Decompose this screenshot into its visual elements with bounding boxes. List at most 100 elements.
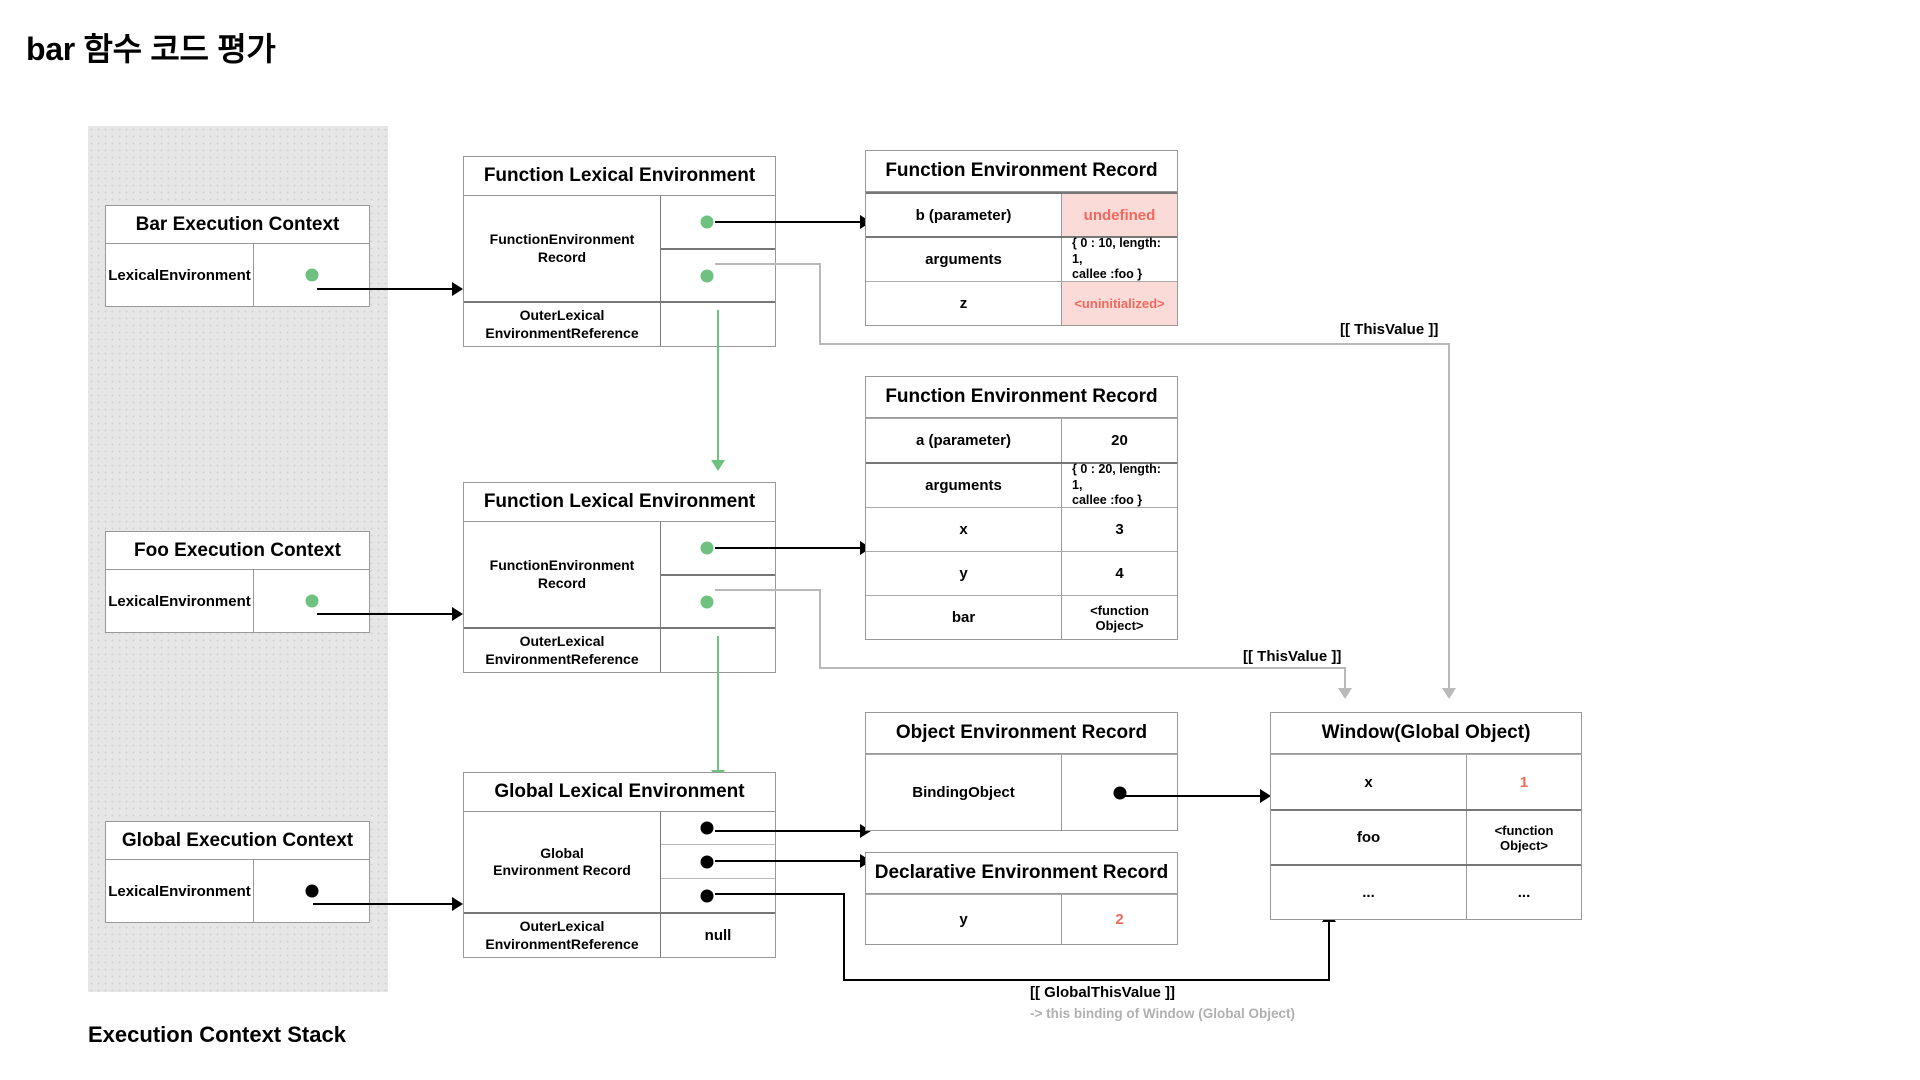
window-title-main: Window: [1321, 722, 1395, 743]
connector-foo-ec-to-fle: [317, 613, 452, 615]
foo-fer-key-0: a (parameter): [866, 419, 1062, 462]
foo-execution-context-box[interactable]: Foo Execution Context LexicalEnvironment: [105, 531, 370, 633]
bar-ec-lexical-environment-label: LexicalEnvironment: [106, 244, 254, 306]
foo-fer-key-2: x: [866, 508, 1062, 551]
foo-fer-title: Function Environment Record: [866, 377, 1177, 418]
connector-bar-fle-to-fer: [715, 221, 860, 223]
table-row: arguments { 0 : 20, length: 1, callee :f…: [866, 462, 1177, 507]
foo-fer-key-4: bar: [866, 596, 1062, 639]
green-dot-icon: [700, 541, 714, 555]
connector-global-ec-to-gle: [313, 903, 452, 905]
bar-fle-title: Function Lexical Environment: [464, 157, 775, 196]
foo-fle-record-pointer-cell-2: [661, 574, 775, 627]
table-row: y 4: [866, 551, 1177, 595]
arrow-foo-thisvalue-to-window: [1338, 688, 1352, 699]
bar-fer-key-0: b (parameter): [866, 194, 1062, 236]
green-dot-icon: [700, 595, 714, 608]
bar-ec-lexical-environment-pointer: [254, 244, 369, 306]
window-key-0: x: [1271, 755, 1467, 809]
bar-execution-context-title: Bar Execution Context: [106, 206, 369, 244]
table-row: z <uninitialized>: [866, 281, 1177, 325]
bar-fle-record-pointer-cell-1: [661, 196, 775, 248]
table-row: ... ...: [1271, 864, 1581, 919]
annotation-global-this-value-sub: -> this binding of Window (Global Object…: [1030, 1006, 1295, 1021]
connector-globalthis-v2: [1328, 922, 1330, 981]
foo-fle-record-pointer-cell-1: [661, 522, 775, 574]
black-dot-icon: [305, 884, 318, 898]
connector-bar-outer-to-foo-fle: [717, 310, 719, 460]
connector-foo-thisvalue-v1: [819, 589, 821, 669]
gle-title: Global Lexical Environment: [464, 773, 775, 812]
bar-fer-value-1: { 0 : 10, length: 1, callee :foo }: [1072, 236, 1161, 282]
connector-bar-thisvalue-v2: [1448, 343, 1450, 688]
gle-record-pointer-cell-3: [661, 878, 775, 912]
foo-fer-value-3: 4: [1115, 565, 1124, 582]
der-value-0: 2: [1115, 911, 1124, 928]
bar-function-environment-record-table[interactable]: Function Environment Record b (parameter…: [865, 150, 1178, 326]
connector-gle-to-der: [715, 860, 860, 862]
global-ec-lexical-environment-label: LexicalEnvironment: [106, 860, 254, 922]
foo-ec-lexical-environment-pointer: [254, 570, 369, 632]
foo-fer-value-4: <function Object>: [1090, 602, 1149, 633]
window-key-1: foo: [1271, 811, 1467, 864]
black-dot-icon: [700, 821, 714, 835]
window-value-2: ...: [1517, 884, 1531, 901]
green-dot-icon: [305, 594, 318, 608]
foo-ec-lexical-environment-label: LexicalEnvironment: [106, 570, 254, 632]
table-row: a (parameter) 20: [866, 418, 1177, 462]
foo-fer-value-2: 3: [1115, 521, 1124, 538]
gle-outer-label: OuterLexical EnvironmentReference: [464, 914, 661, 957]
arrow-bar-ec-to-fle: [452, 282, 463, 296]
bar-execution-context-box[interactable]: Bar Execution Context LexicalEnvironment: [105, 205, 370, 307]
green-dot-icon: [700, 215, 714, 229]
table-row: foo <function Object>: [1271, 809, 1581, 864]
arrow-gle-to-oer: [860, 824, 871, 838]
window-title: Window(Global Object): [1271, 713, 1581, 754]
arrow-oer-to-window: [1260, 789, 1271, 803]
connector-foo-thisvalue-h1: [715, 589, 821, 591]
bar-fer-key-1: arguments: [866, 238, 1062, 281]
global-ec-lexical-environment-pointer: [254, 860, 369, 922]
table-row: arguments { 0 : 10, length: 1, callee :f…: [866, 236, 1177, 281]
bar-fle-record-pointers: [661, 196, 775, 301]
table-row: bar <function Object>: [866, 595, 1177, 639]
bar-fer-key-2: z: [866, 282, 1062, 325]
bar-fle-outer-label: OuterLexical EnvironmentReference: [464, 303, 661, 346]
table-row: BindingObject: [866, 754, 1177, 830]
connector-globalthis-h1: [715, 893, 845, 895]
declarative-environment-record-table[interactable]: Declarative Environment Record y 2: [865, 852, 1178, 945]
global-lexical-environment-box[interactable]: Global Lexical Environment Global Enviro…: [463, 772, 776, 958]
window-global-object-table[interactable]: Window(Global Object) x 1 foo <function …: [1270, 712, 1582, 920]
arrow-foo-ec-to-fle: [452, 607, 463, 621]
bar-function-lexical-environment-box[interactable]: Function Lexical Environment FunctionEnv…: [463, 156, 776, 347]
connector-foo-fle-to-fer: [715, 547, 860, 549]
gle-record-label: Global Environment Record: [464, 812, 661, 912]
connector-foo-thisvalue-h2: [819, 667, 1346, 669]
foo-fer-key-3: y: [866, 552, 1062, 595]
black-dot-icon: [700, 889, 714, 902]
global-execution-context-box[interactable]: Global Execution Context LexicalEnvironm…: [105, 821, 370, 923]
global-execution-context-title: Global Execution Context: [106, 822, 369, 860]
table-row: y 2: [866, 894, 1177, 944]
window-value-1: <function Object>: [1494, 822, 1554, 853]
table-row: b (parameter) undefined: [866, 192, 1177, 236]
foo-function-environment-record-table[interactable]: Function Environment Record a (parameter…: [865, 376, 1178, 640]
connector-globalthis-v1: [843, 893, 845, 981]
object-environment-record-table[interactable]: Object Environment Record BindingObject: [865, 712, 1178, 831]
foo-fer-value-0: 20: [1111, 432, 1128, 449]
gle-outer-value: null: [704, 927, 732, 944]
arrow-bar-outer-to-foo-fle: [711, 460, 725, 471]
oer-title: Object Environment Record: [866, 713, 1177, 754]
bar-fer-title: Function Environment Record: [866, 151, 1177, 192]
gle-record-pointers: [661, 812, 775, 912]
foo-function-lexical-environment-box[interactable]: Function Lexical Environment FunctionEnv…: [463, 482, 776, 673]
bar-fle-record-pointer-cell-2: [661, 248, 775, 301]
connector-foo-outer-to-gle: [717, 636, 719, 770]
oer-key-0: BindingObject: [866, 755, 1062, 830]
table-row: x 1: [1271, 754, 1581, 809]
foo-fle-outer-label: OuterLexical EnvironmentReference: [464, 629, 661, 672]
connector-globalthis-h2: [843, 979, 1330, 981]
black-dot-icon: [1113, 786, 1126, 799]
foo-execution-context-title: Foo Execution Context: [106, 532, 369, 570]
gle-record-pointer-cell-1: [661, 812, 775, 844]
